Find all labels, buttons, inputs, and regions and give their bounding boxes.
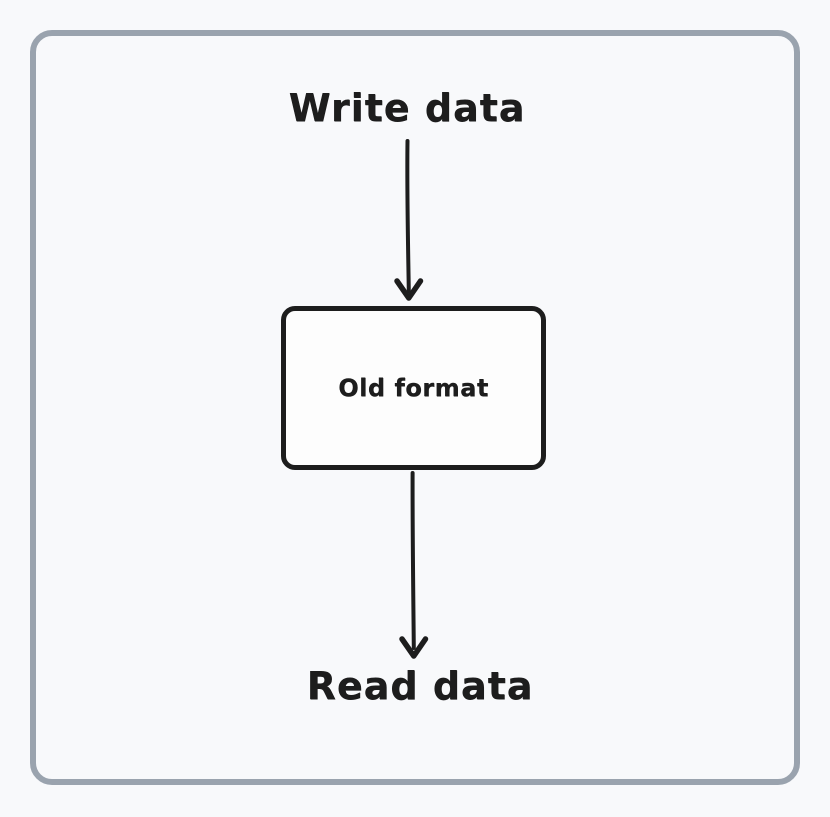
old-format-box: Old format	[281, 306, 546, 470]
write-data-label: Write data	[288, 86, 526, 130]
read-data-label: Read data	[306, 664, 534, 708]
old-format-label: Old format	[338, 374, 489, 402]
diagram-frame	[30, 30, 800, 785]
